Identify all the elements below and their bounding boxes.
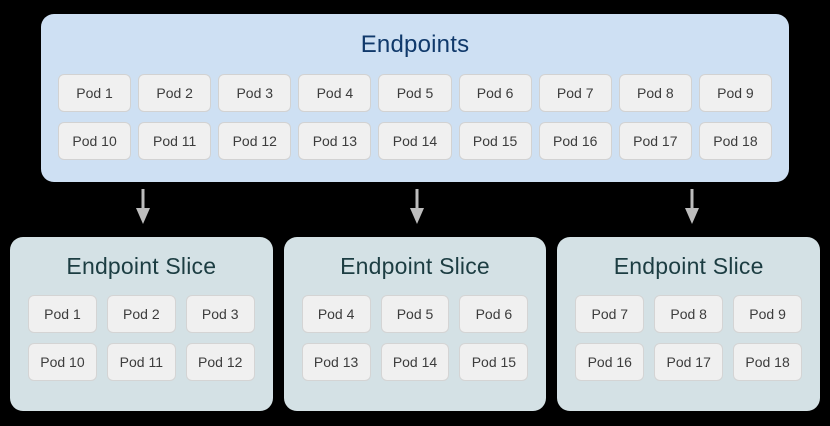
down-arrow-icon — [410, 189, 424, 224]
endpoint-slice-title: Endpoint Slice — [340, 253, 490, 279]
endpoint-slice-3: Endpoint Slice Pod 7 Pod 8 Pod 9 Pod 16 … — [557, 237, 821, 411]
pod-chip[interactable]: Pod 15 — [459, 343, 529, 381]
endpoint-slice-2: Endpoint Slice Pod 4 Pod 5 Pod 6 Pod 13 … — [283, 237, 547, 411]
pod-chip[interactable]: Pod 5 — [380, 295, 450, 333]
pod-chip[interactable]: Pod 16 — [575, 343, 645, 381]
pod-chip[interactable]: Pod 17 — [618, 122, 692, 160]
pod-chip[interactable]: Pod 18 — [733, 343, 803, 381]
endpoint-slice-pod-grid: Pod 4 Pod 5 Pod 6 Pod 13 Pod 14 Pod 15 — [301, 295, 529, 381]
pod-chip[interactable]: Pod 14 — [380, 343, 450, 381]
endpoint-slice-pod-row-1: Pod 4 Pod 5 Pod 6 — [301, 295, 529, 333]
pod-chip[interactable]: Pod 10 — [28, 343, 97, 381]
pod-chip[interactable]: Pod 13 — [298, 122, 372, 160]
endpoints-pod-grid: Pod 1 Pod 2 Pod 3 Pod 4 Pod 5 Pod 6 Pod … — [58, 74, 772, 160]
pod-chip[interactable]: Pod 1 — [58, 74, 132, 112]
pod-chip[interactable]: Pod 7 — [538, 74, 612, 112]
endpoints-container: Endpoints Pod 1 Pod 2 Pod 3 Pod 4 Pod 5 … — [41, 14, 789, 182]
pod-chip[interactable]: Pod 6 — [459, 295, 529, 333]
pod-chip[interactable]: Pod 14 — [378, 122, 452, 160]
pod-chip[interactable]: Pod 18 — [698, 122, 772, 160]
pod-chip[interactable]: Pod 2 — [138, 74, 212, 112]
pod-chip[interactable]: Pod 4 — [298, 74, 372, 112]
pod-chip[interactable]: Pod 9 — [698, 74, 772, 112]
endpoint-slice-title: Endpoint Slice — [613, 253, 764, 279]
pod-chip[interactable]: Pod 3 — [218, 74, 292, 112]
pod-chip[interactable]: Pod 9 — [733, 295, 803, 333]
pod-chip[interactable]: Pod 12 — [218, 122, 292, 160]
endpoint-slice-pod-row-1: Pod 7 Pod 8 Pod 9 — [575, 295, 803, 333]
pod-chip[interactable]: Pod 3 — [185, 295, 255, 333]
pod-chip[interactable]: Pod 4 — [301, 295, 371, 333]
pod-chip[interactable]: Pod 7 — [575, 295, 645, 333]
endpoint-slice-pod-row-2: Pod 13 Pod 14 Pod 15 — [301, 343, 529, 381]
endpoint-slice-1: Endpoint Slice Pod 1 Pod 2 Pod 3 Pod 10 … — [10, 237, 273, 411]
down-arrow-icon — [136, 189, 150, 224]
endpoint-slice-pod-grid: Pod 7 Pod 8 Pod 9 Pod 16 Pod 17 Pod 18 — [575, 295, 803, 381]
pod-chip[interactable]: Pod 10 — [58, 122, 132, 160]
endpoints-title: Endpoints — [360, 31, 470, 58]
pod-chip[interactable]: Pod 17 — [654, 343, 724, 381]
endpoints-pod-row-1: Pod 1 Pod 2 Pod 3 Pod 4 Pod 5 Pod 6 Pod … — [58, 74, 772, 112]
pod-chip[interactable]: Pod 15 — [458, 122, 532, 160]
pod-chip[interactable]: Pod 8 — [654, 295, 724, 333]
endpoints-pod-row-2: Pod 10 Pod 11 Pod 12 Pod 13 Pod 14 Pod 1… — [58, 122, 772, 160]
pod-chip[interactable]: Pod 11 — [106, 343, 176, 381]
endpoint-slice-pod-row-2: Pod 10 Pod 11 Pod 12 — [28, 343, 255, 381]
endpoint-slice-title: Endpoint Slice — [66, 253, 217, 279]
pod-chip[interactable]: Pod 13 — [301, 343, 371, 381]
pod-chip[interactable]: Pod 1 — [28, 295, 97, 333]
pod-chip[interactable]: Pod 8 — [618, 74, 692, 112]
pod-chip[interactable]: Pod 11 — [138, 122, 212, 160]
pod-chip[interactable]: Pod 2 — [106, 295, 176, 333]
pod-chip[interactable]: Pod 12 — [185, 343, 255, 381]
endpoint-slice-pod-grid: Pod 1 Pod 2 Pod 3 Pod 10 Pod 11 Pod 12 — [28, 295, 255, 381]
down-arrow-icon — [685, 189, 699, 224]
pod-chip[interactable]: Pod 5 — [378, 74, 452, 112]
endpoint-slices-row: Endpoint Slice Pod 1 Pod 2 Pod 3 Pod 10 … — [10, 237, 821, 411]
pod-chip[interactable]: Pod 16 — [538, 122, 612, 160]
endpoint-slice-pod-row-2: Pod 16 Pod 17 Pod 18 — [575, 343, 803, 381]
endpoint-slice-pod-row-1: Pod 1 Pod 2 Pod 3 — [28, 295, 255, 333]
pod-chip[interactable]: Pod 6 — [458, 74, 532, 112]
